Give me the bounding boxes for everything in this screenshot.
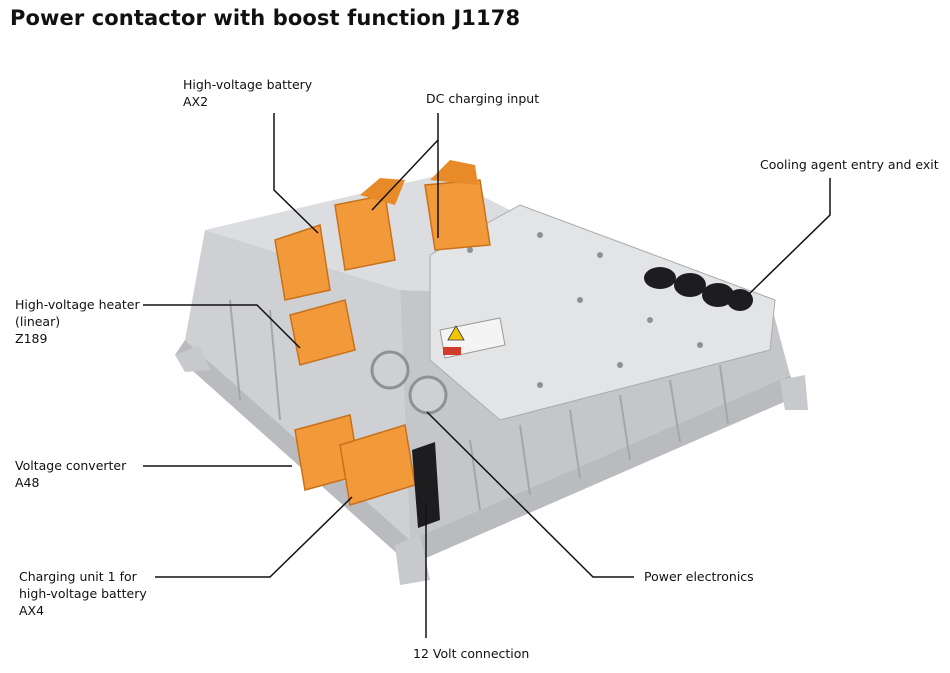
- label-twelve-volt: 12 Volt connection: [413, 646, 530, 661]
- hose-1: [644, 267, 676, 289]
- power-electronics-cover: [429, 204, 776, 421]
- mounting-foot-front: [395, 535, 430, 585]
- cooling-hoses: [644, 267, 753, 311]
- port-ring-left: [370, 350, 410, 390]
- housing: [175, 175, 808, 585]
- warning-triangle: [447, 325, 465, 341]
- label-hv-heater: High-voltage heater (linear) Z189: [15, 297, 140, 346]
- label-hv-battery: High-voltage battery AX2: [183, 77, 313, 109]
- label-power-electronics: Power electronics: [644, 569, 754, 584]
- label-charging-unit: Charging unit 1 for high-voltage battery…: [19, 569, 147, 618]
- hv-heater-connector: [289, 299, 356, 366]
- mounting-foot-left: [175, 345, 210, 372]
- leader-charging-unit: [155, 496, 353, 578]
- label-dc-charging: DC charging input: [426, 91, 540, 106]
- twelve-volt-connector: [412, 442, 440, 528]
- dc-charging-connector-right: [424, 179, 491, 251]
- dc-charging-top-right: [430, 160, 478, 185]
- red-marker: [443, 347, 461, 355]
- mounting-foot-right: [780, 375, 808, 410]
- leader-power-electronics: [426, 411, 634, 578]
- label-voltage-converter: Voltage converter A48: [15, 458, 127, 490]
- hose-4: [727, 289, 753, 311]
- label-cooling: Cooling agent entry and exit: [760, 157, 939, 172]
- dc-charging-connector-left: [334, 194, 396, 271]
- leader-hv-heater: [143, 304, 301, 349]
- housing-ribs: [229, 299, 729, 511]
- hose-3: [702, 283, 734, 307]
- leader-cooling: [747, 178, 831, 296]
- page-title: Power contactor with boost function J117…: [10, 6, 521, 30]
- leader-lines: [143, 113, 831, 638]
- hv-battery-connector: [274, 224, 331, 301]
- port-ring-right: [408, 375, 448, 415]
- hose-2: [674, 273, 706, 297]
- connectors: [274, 160, 491, 528]
- leader-hv-battery: [273, 113, 319, 234]
- dc-charging-top-left: [360, 178, 405, 205]
